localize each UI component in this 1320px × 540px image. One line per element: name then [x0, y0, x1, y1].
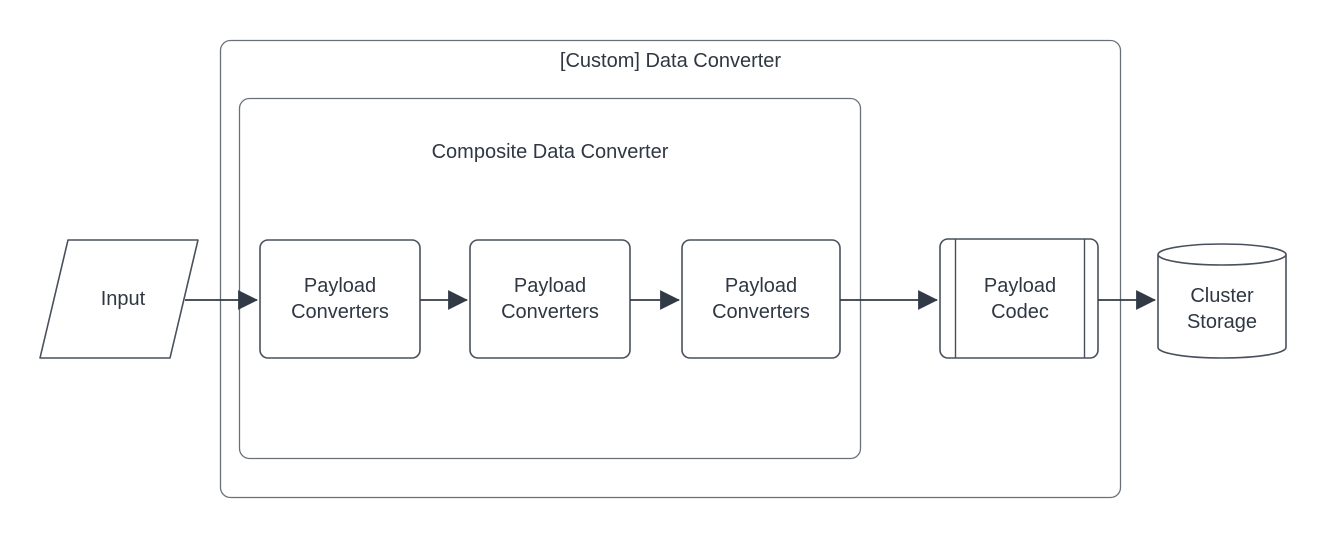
inner-container-box: [238, 97, 862, 460]
payload-converters-box-1: [259, 239, 421, 359]
payload-converters-box-3: [681, 239, 841, 359]
outer-container-box: [219, 39, 1122, 499]
payload-converters-box-2: [469, 239, 631, 359]
cluster-storage-cylinder-body: [1157, 254, 1287, 359]
payload-codec-box: [939, 238, 1099, 359]
input-parallelogram: [39, 239, 199, 359]
cluster-storage-cylinder-top: [1157, 243, 1287, 266]
